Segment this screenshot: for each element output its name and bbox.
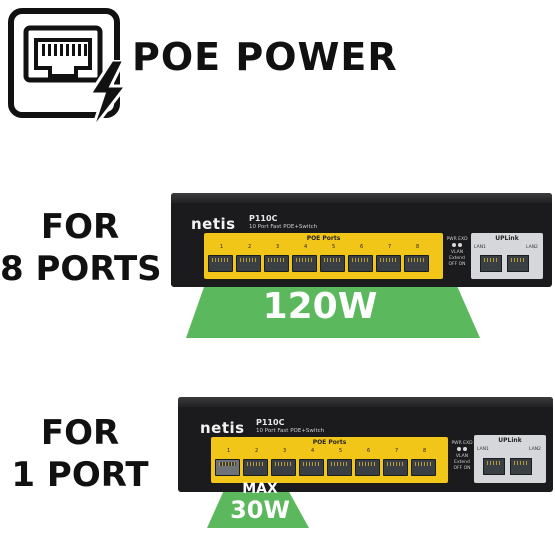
- power-prefix: MAX: [242, 481, 278, 497]
- uplink-port: [483, 458, 505, 475]
- ethernet-port-icon: [8, 8, 120, 118]
- status-leds: PWR EXD VLAN Extend OFF ON: [445, 237, 469, 268]
- poe-switch: netis P110C 10 Port Fast POE+Switch POE …: [178, 397, 553, 492]
- ethernet-port: [243, 459, 268, 476]
- model-subtitle: 10 Port Fast POE+Switch: [256, 428, 325, 434]
- port-number: 6: [367, 448, 371, 454]
- ethernet-port: [376, 255, 401, 272]
- section-label-line2: 1 PORT: [11, 455, 149, 495]
- model-name: P110C: [256, 418, 285, 427]
- poe-ports-panel: POE Ports 1 2 3 4 5 6 7 8: [204, 233, 443, 279]
- ethernet-port-active: [215, 459, 240, 476]
- uplink-label: UPLink: [498, 437, 522, 444]
- power-beam: [186, 270, 480, 338]
- led-label: PWR EXD: [451, 441, 473, 446]
- port-number: 3: [283, 448, 287, 454]
- lan2-label: LAN2: [529, 447, 541, 452]
- ethernet-port: [383, 459, 408, 476]
- ethernet-port: [271, 459, 296, 476]
- port-number: 8: [416, 244, 420, 250]
- led-label: VLAN Extend: [454, 454, 470, 465]
- ethernet-port: [411, 459, 436, 476]
- power-value-8-ports: 120W: [262, 286, 378, 327]
- uplink-panel: UPLink LAN1 LAN2: [474, 435, 546, 483]
- brand-name: netis: [191, 215, 236, 233]
- port-number: 2: [255, 448, 259, 454]
- section-label-line2: 8 PORTS: [0, 249, 162, 289]
- ethernet-port: [292, 255, 317, 272]
- port-number: 1: [220, 244, 224, 250]
- lan2-label: LAN2: [526, 245, 538, 250]
- ethernet-port: [348, 255, 373, 272]
- ethernet-port: [236, 255, 261, 272]
- port-number: 5: [339, 448, 343, 454]
- poe-ports-label: POE Ports: [306, 235, 341, 242]
- ethernet-port: [404, 255, 429, 272]
- port-number: 7: [395, 448, 399, 454]
- uplink-port: [507, 255, 529, 272]
- ethernet-port: [327, 459, 352, 476]
- section-label-line1: FOR: [40, 413, 120, 453]
- led-label: VLAN Extend: [449, 250, 465, 261]
- poe-switch: netis P110C 10 Port Fast POE+Switch POE …: [171, 193, 552, 287]
- port-number: 4: [304, 244, 308, 250]
- page-title: POE POWER: [132, 35, 398, 79]
- section-label-line1: FOR: [40, 207, 120, 247]
- port-number: 7: [388, 244, 392, 250]
- poe-ports-panel: POE Ports 1 2 3 4 5 6 7 8: [211, 437, 448, 483]
- port-number: 6: [360, 244, 364, 250]
- uplink-port: [510, 458, 532, 475]
- lan1-label: LAN1: [477, 447, 489, 452]
- port-number: 5: [332, 244, 336, 250]
- port-number: 4: [311, 448, 315, 454]
- section-label-1-port: FOR 1 PORT: [0, 412, 160, 496]
- poe-ports-label: POE Ports: [312, 439, 347, 446]
- section-label-8-ports: FOR 8 PORTS: [0, 206, 162, 290]
- uplink-panel: UPLink LAN1 LAN2: [471, 233, 543, 279]
- lightning-bolt-icon: [87, 60, 130, 130]
- port-number: 3: [276, 244, 280, 250]
- ethernet-port: [355, 459, 380, 476]
- ethernet-port: [264, 255, 289, 272]
- led-label: OFF ON: [448, 262, 466, 267]
- led-label: PWR EXD: [446, 237, 468, 242]
- uplink-label: UPLink: [495, 235, 519, 242]
- lan1-label: LAN1: [474, 245, 486, 250]
- model-subtitle: 10 Port Fast POE+Switch: [249, 224, 318, 230]
- power-value-1-port: 30W: [230, 496, 290, 524]
- status-leds: PWR EXD VLAN Extend OFF ON: [450, 441, 474, 472]
- ethernet-port: [299, 459, 324, 476]
- led-label: OFF ON: [453, 466, 471, 471]
- ethernet-port: [320, 255, 345, 272]
- brand-name: netis: [200, 419, 245, 437]
- port-number: 1: [227, 448, 231, 454]
- ethernet-port: [208, 255, 233, 272]
- model-name: P110C: [249, 214, 278, 223]
- port-number: 8: [423, 448, 427, 454]
- port-number: 2: [248, 244, 252, 250]
- uplink-port: [480, 255, 502, 272]
